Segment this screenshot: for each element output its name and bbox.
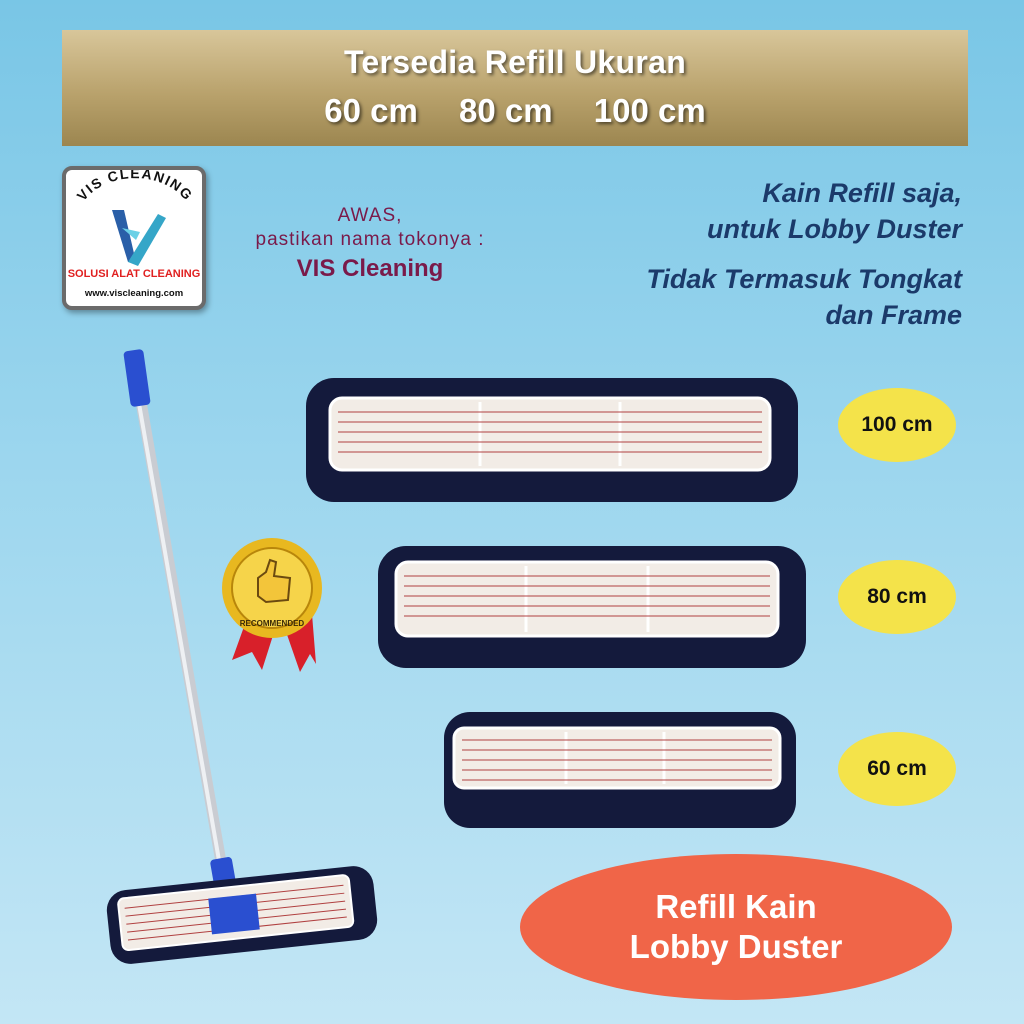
vis-cleaning-logo: VIS CLEANING SOLUSI ALAT CLEANING www.vi… [62,166,206,310]
size-label-100: 100 cm [838,388,956,462]
info-line3: Tidak Termasuk Tongkat [646,264,962,294]
top-banner: Tersedia Refill Ukuran 60 cm 80 cm 100 c… [62,30,968,146]
recommended-badge-icon: RECOMMENDED [222,538,322,672]
product-line2: Lobby Duster [629,928,843,965]
product-info: Kain Refill saja, untuk Lobby Duster Tid… [582,175,962,333]
banner-size-60: 60 cm [324,92,418,129]
mop-with-handle [106,349,378,964]
product-name-oval: Refill Kain Lobby Duster [520,854,952,1000]
info-line2: untuk Lobby Duster [707,214,962,244]
logo-url: www.viscleaning.com [84,288,184,299]
logo-mark: VIS CLEANING [73,170,195,266]
logo-tagline: SOLUSI ALAT CLEANING [67,268,201,280]
refill-pad-80 [378,546,806,668]
refill-pad-100 [306,378,798,502]
warning-store-name: VIS Cleaning [296,255,444,282]
warning-line2: pastikan nama tokonya : [255,229,485,250]
size-label-80: 80 cm [838,560,956,634]
refill-pad-60 [444,712,796,828]
store-warning: AWAS, pastikan nama tokonya : VIS Cleani… [240,205,500,283]
size-label-60: 60 cm [838,732,956,806]
banner-size-100: 100 cm [593,92,706,129]
banner-title: Tersedia Refill Ukuran [343,44,687,80]
product-line1: Refill Kain [655,888,817,925]
banner-sizes: 60 cm 80 cm 100 cm [62,92,968,130]
warning-line1: AWAS, [337,205,403,226]
banner-size-80: 80 cm [459,92,553,129]
info-line1: Kain Refill saja, [762,178,962,208]
info-line4: dan Frame [825,300,962,330]
badge-text: RECOMMENDED [240,619,305,628]
